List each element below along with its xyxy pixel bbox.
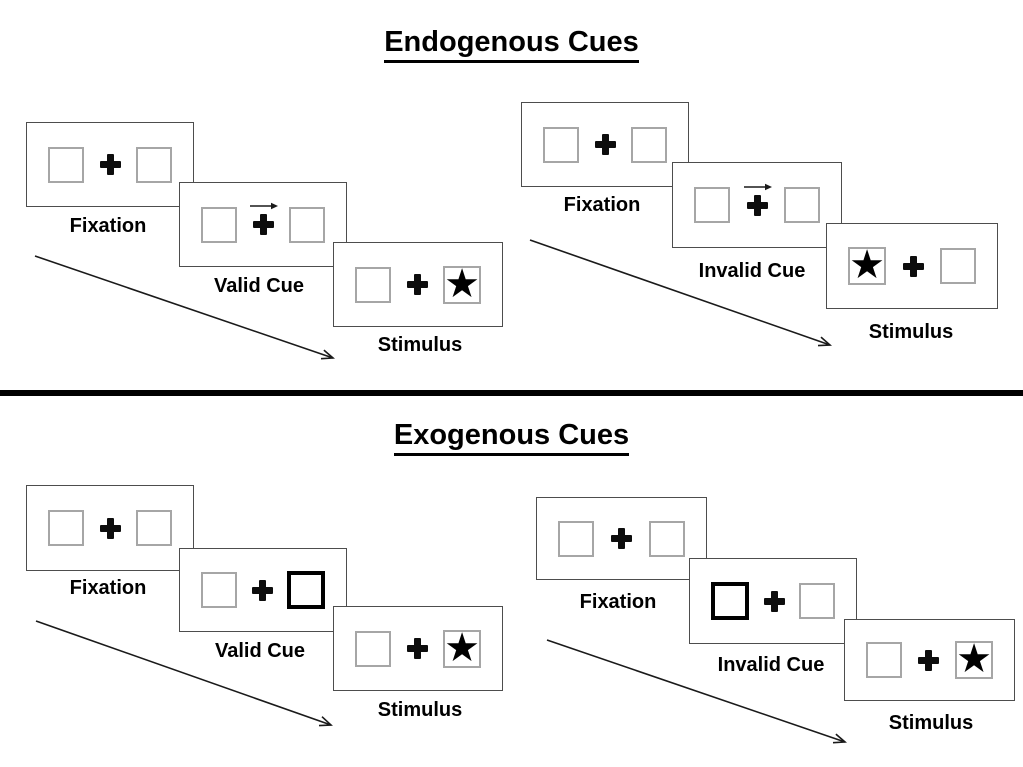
right-placeholder-box [136,510,172,546]
sequence-arrowhead-icon [318,716,333,727]
target-star-box: ★ [848,242,886,288]
left-placeholder-box [201,572,237,608]
fixation-cross-icon [99,154,121,175]
left-placeholder-box [694,187,730,223]
right-placeholder-box [784,187,820,223]
fixation-cross-icon [902,255,924,277]
plus-glyph [902,255,924,277]
target-star-box: ★ [955,636,993,682]
left-placeholder-box [355,266,391,303]
endogenous-section-title: Endogenous Cues [0,26,1023,63]
valid-cue-screen [179,182,347,267]
left-placeholder-box [558,520,594,557]
left-placeholder-box [48,146,84,183]
exogenous-section-title: Exogenous Cues [0,419,1023,456]
panel-label: Stimulus [888,712,974,734]
plus-glyph [99,517,121,539]
exogenous-title-text: Exogenous Cues [393,419,630,456]
panel-label: Invalid Cue [717,654,825,676]
fixation-screen [26,122,194,207]
fixation-cross-icon [918,649,939,671]
left-placeholder-box [355,630,391,667]
plus-glyph [594,134,616,155]
right-placeholder-box [940,248,976,284]
sequence-arrowhead-icon [817,336,833,347]
panel-label: Stimulus [377,334,463,356]
sequence-arrowhead-icon [320,349,336,360]
cue-direction-arrow-icon [743,183,772,190]
brightened-cue-box [287,571,325,609]
fixation-screen [536,497,707,580]
panel-label: Stimulus [377,699,463,721]
cue-direction-arrow-icon [249,202,278,210]
plus-glyph [763,590,785,612]
plus-glyph [99,154,121,175]
target-star-icon: ★ [444,624,480,671]
sequence-arrowhead-icon [832,733,848,744]
sequence-arrow-icon [34,255,334,359]
fixation-cross-icon [594,134,616,155]
panel-label: Stimulus [868,321,954,343]
panel-label: Valid Cue [213,275,305,297]
panel-label: Fixation [69,577,147,599]
plus-glyph [746,194,768,216]
panel-label: Fixation [563,194,641,216]
target-star-icon: ★ [444,260,480,307]
fixation-cross-icon [406,274,428,295]
stimulus-screen: ★ [844,619,1015,701]
sequence-arrow-icon [529,239,831,346]
fixation-cross-icon [406,638,428,659]
target-star-icon: ★ [849,242,885,288]
brightened-cue-box [711,582,749,620]
invalid-cue-screen [689,558,857,644]
right-placeholder-box [631,126,667,163]
target-star-icon: ★ [956,636,992,682]
sequence-arrow-icon [35,620,332,726]
fixation-cross-icon [99,517,121,539]
valid-cue-screen [179,548,347,632]
plus-glyph [611,528,632,549]
left-placeholder-box [866,642,902,678]
stimulus-screen: ★ [333,606,503,691]
plus-glyph [252,214,274,235]
target-star-box: ★ [443,624,481,671]
fixation-cross-icon [251,579,273,601]
stimulus-screen: ★ [333,242,503,327]
plus-glyph [406,638,428,659]
panel-label: Valid Cue [214,640,306,662]
fixation-cross-icon [249,202,278,235]
plus-glyph [251,579,273,601]
right-placeholder-box [649,520,685,557]
fixation-screen [521,102,689,187]
endogenous-title-text: Endogenous Cues [384,26,639,63]
right-placeholder-box [799,583,835,619]
plus-glyph [918,649,939,671]
panel-label: Fixation [579,591,657,613]
left-placeholder-box [201,206,237,243]
invalid-cue-screen [672,162,842,248]
fixation-screen [26,485,194,571]
panel-label: Fixation [69,215,147,237]
section-divider-line [0,390,1023,396]
right-placeholder-box [289,206,325,243]
stimulus-screen: ★ [826,223,998,309]
sequence-arrow-icon [546,639,846,743]
plus-glyph [406,274,428,295]
fixation-cross-icon [611,528,632,549]
fixation-cross-icon [743,183,772,216]
fixation-cross-icon [763,590,785,612]
left-placeholder-box [543,126,579,163]
panel-label: Invalid Cue [698,260,806,282]
right-placeholder-box [136,146,172,183]
left-placeholder-box [48,510,84,546]
target-star-box: ★ [443,260,481,307]
